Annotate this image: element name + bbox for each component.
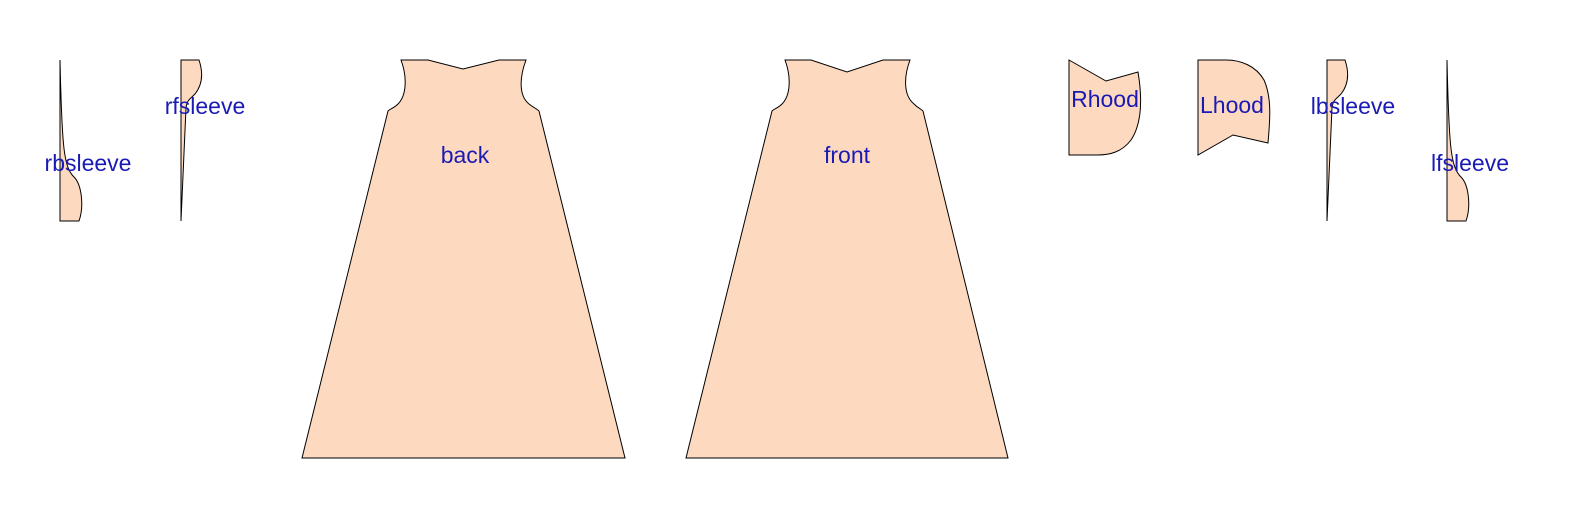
- lfsleeve-label: lfsleeve: [1431, 150, 1509, 176]
- lbsleeve-shape: [1326, 59, 1349, 222]
- piece-rhood: Rhood: [1068, 59, 1142, 156]
- lhood-label: Lhood: [1200, 92, 1264, 118]
- lhood-shape: [1197, 59, 1271, 156]
- front-label: front: [824, 142, 871, 168]
- piece-front: front: [685, 59, 1009, 459]
- front-shape: [685, 59, 1009, 459]
- piece-rfsleeve: rfsleeve: [165, 59, 246, 222]
- piece-back: back: [301, 59, 626, 459]
- piece-lhood: Lhood: [1197, 59, 1271, 156]
- rhood-label: Rhood: [1071, 86, 1139, 112]
- lbsleeve-label: lbsleeve: [1311, 93, 1395, 119]
- piece-lbsleeve: lbsleeve: [1311, 59, 1395, 222]
- rfsleeve-shape: [180, 59, 203, 222]
- rbsleeve-shape: [59, 59, 83, 222]
- back-label: back: [441, 142, 490, 168]
- lfsleeve-shape: [1446, 59, 1470, 222]
- rhood-shape: [1068, 59, 1142, 156]
- piece-lfsleeve: lfsleeve: [1431, 59, 1509, 222]
- back-shape: [301, 59, 626, 459]
- rbsleeve-label: rbsleeve: [45, 150, 132, 176]
- piece-rbsleeve: rbsleeve: [45, 59, 132, 222]
- rfsleeve-label: rfsleeve: [165, 93, 246, 119]
